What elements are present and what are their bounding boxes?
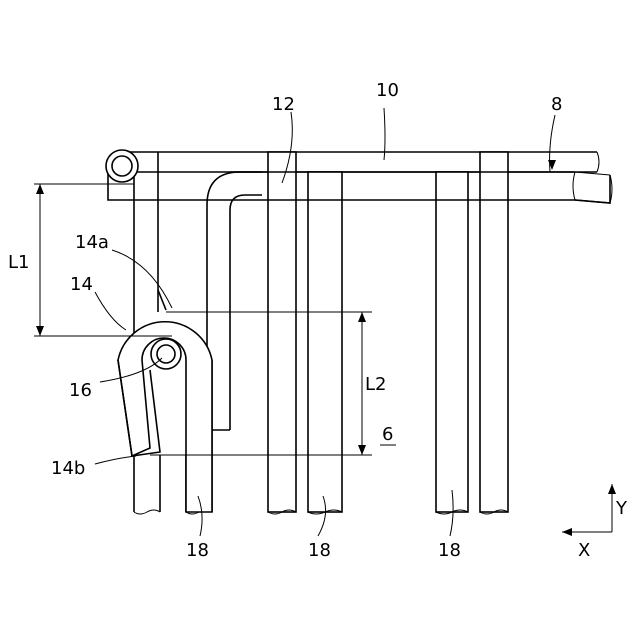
label-18-b: 18 [308, 540, 331, 561]
axis-indicator [562, 484, 616, 536]
label-18-c: 18 [438, 540, 461, 561]
label-l2: L2 [365, 374, 386, 395]
upper-rail [122, 152, 599, 172]
label-6: 6 [382, 424, 393, 445]
label-18-a: 18 [186, 540, 209, 561]
dimension-l1 [34, 184, 172, 336]
label-axis-y: Y [615, 498, 628, 519]
label-14: 14 [70, 274, 93, 295]
label-14a: 14a [75, 232, 109, 253]
label-14b: 14b [51, 458, 85, 479]
label-10: 10 [376, 80, 399, 101]
top-roller [106, 150, 138, 182]
lower-rail [108, 172, 612, 203]
label-16: 16 [69, 380, 92, 401]
label-12: 12 [272, 94, 295, 115]
label-axis-x: X [578, 540, 590, 561]
bent-tube-12 [207, 172, 262, 430]
roller-16 [151, 339, 181, 369]
left-post [134, 152, 166, 340]
label-8: 8 [551, 94, 562, 115]
label-l1: L1 [8, 252, 29, 273]
